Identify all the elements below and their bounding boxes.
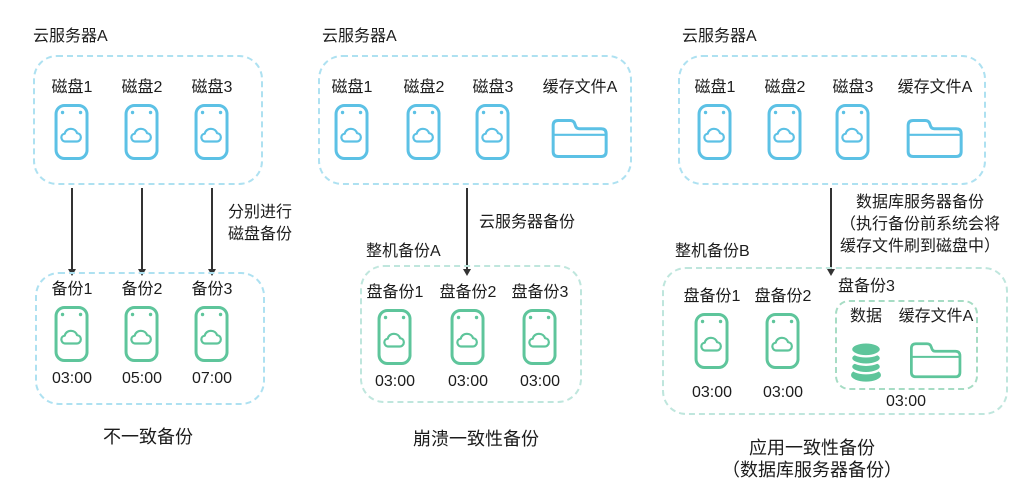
folder-icon xyxy=(909,336,963,380)
backup-disk-icon xyxy=(195,306,229,362)
disk-unit: 磁盘3 xyxy=(472,78,514,160)
cache-file-unit: 缓存文件A xyxy=(898,307,974,380)
backup-time: 03:00 xyxy=(691,384,733,401)
cache-file-label: 缓存文件A xyxy=(897,79,973,96)
group-backup-box xyxy=(835,300,978,390)
arrow-note: 分别进行 磁盘备份 xyxy=(228,204,293,243)
backup-label: 备份3 xyxy=(191,281,233,298)
disk-label: 磁盘2 xyxy=(403,79,445,96)
backup-time: 05:00 xyxy=(121,370,163,387)
server-box xyxy=(318,55,632,185)
cache-file-label: 缓存文件A xyxy=(898,308,974,325)
backup-label: 盘备份2 xyxy=(754,288,812,305)
disk-icon xyxy=(195,104,229,160)
disk-icon xyxy=(836,104,870,160)
disk-label: 磁盘3 xyxy=(472,79,514,96)
server-box xyxy=(678,55,986,185)
disk-label: 磁盘1 xyxy=(51,79,93,96)
disk-label: 磁盘2 xyxy=(764,79,806,96)
backup-unit: 盘备份1 03:00 xyxy=(684,287,741,402)
backup-disk-icon xyxy=(766,313,800,369)
backup-unit: 备份2 05:00 xyxy=(122,280,163,388)
backup-unit: 备份1 03:00 xyxy=(52,280,93,388)
server-title: 云服务器A xyxy=(682,28,757,45)
disk-icon xyxy=(698,104,732,160)
backup-box xyxy=(360,265,582,403)
backup-time: 03:00 xyxy=(374,373,416,390)
backup-label: 盘备份1 xyxy=(683,288,741,305)
disk-icon xyxy=(476,104,510,160)
folder-icon xyxy=(906,112,964,160)
disk-unit: 磁盘3 xyxy=(191,78,233,160)
server-title: 云服务器A xyxy=(33,28,108,45)
backup-box xyxy=(662,267,1008,415)
group-backup-time: 03:00 xyxy=(885,393,927,410)
database-unit: 数据 xyxy=(849,307,883,383)
backup-box-title: 整机备份B xyxy=(675,243,750,260)
backup-label: 盘备份2 xyxy=(439,284,497,301)
server-box xyxy=(33,55,263,185)
backup-box xyxy=(35,272,265,405)
backup-unit: 盘备份1 03:00 xyxy=(367,283,424,391)
backup-disk-icon xyxy=(523,309,557,365)
disk-label: 磁盘2 xyxy=(121,79,163,96)
backup-disk-icon xyxy=(378,309,412,365)
disk-icon xyxy=(55,104,89,160)
disk-unit: 磁盘1 xyxy=(51,78,93,160)
disk-unit: 磁盘3 xyxy=(832,78,874,160)
backup-label: 备份1 xyxy=(51,281,93,298)
backup-disk-icon xyxy=(451,309,485,365)
backup-unit: 盘备份2 03:00 xyxy=(440,283,497,391)
disk-unit: 磁盘1 xyxy=(331,78,373,160)
disk-unit: 磁盘2 xyxy=(121,78,163,160)
database-icon xyxy=(849,338,883,383)
panel-caption: 应用一致性备份 （数据库服务器备份） xyxy=(722,438,902,480)
backup-unit: 盘备份3 03:00 xyxy=(512,283,569,391)
cache-file-label: 缓存文件A xyxy=(542,79,618,96)
backup-arrow xyxy=(208,188,216,276)
disk-label: 磁盘3 xyxy=(832,79,874,96)
backup-arrow xyxy=(138,188,146,276)
backup-time: 07:00 xyxy=(191,370,233,387)
server-title: 云服务器A xyxy=(322,28,397,45)
backup-arrow xyxy=(827,188,835,276)
backup-label: 盘备份3 xyxy=(511,284,569,301)
backup-disk-icon xyxy=(125,306,159,362)
backup-arrow xyxy=(463,188,471,276)
disk-icon xyxy=(125,104,159,160)
backup-box-title: 整机备份A xyxy=(366,243,441,260)
disk-icon xyxy=(335,104,369,160)
cache-file-unit: 缓存文件A xyxy=(897,78,973,160)
disk-unit: 磁盘1 xyxy=(694,78,736,160)
panel-caption: 不一致备份 xyxy=(103,427,193,447)
disk-unit: 磁盘2 xyxy=(764,78,806,160)
database-label: 数据 xyxy=(849,308,882,325)
backup-unit: 备份3 07:00 xyxy=(192,280,233,388)
disk-unit: 磁盘2 xyxy=(403,78,445,160)
backup-disk-icon xyxy=(695,313,729,369)
backup-disk-icon xyxy=(55,306,89,362)
backup-arrow xyxy=(68,188,76,276)
disk-label: 磁盘1 xyxy=(694,79,736,96)
arrow-note: 云服务器备份 xyxy=(479,214,576,231)
backup-time: 03:00 xyxy=(51,370,93,387)
disk-label: 磁盘3 xyxy=(191,79,233,96)
backup-label: 备份2 xyxy=(121,281,163,298)
folder-icon xyxy=(551,112,609,160)
backup-time: 03:00 xyxy=(762,384,804,401)
backup-unit: 盘备份2 03:00 xyxy=(755,287,812,402)
group-backup-label: 盘备份3 xyxy=(838,278,895,295)
cache-file-unit: 缓存文件A xyxy=(542,78,618,160)
disk-icon xyxy=(407,104,441,160)
disk-label: 磁盘1 xyxy=(331,79,373,96)
backup-time: 03:00 xyxy=(519,373,561,390)
backup-label: 盘备份1 xyxy=(366,284,424,301)
disk-icon xyxy=(768,104,802,160)
panel-caption: 崩溃一致性备份 xyxy=(413,429,539,449)
backup-time: 03:00 xyxy=(447,373,489,390)
arrow-note: 数据库服务器备份 （执行备份前系统会将 缓存文件刷到磁盘中） xyxy=(839,194,1001,255)
